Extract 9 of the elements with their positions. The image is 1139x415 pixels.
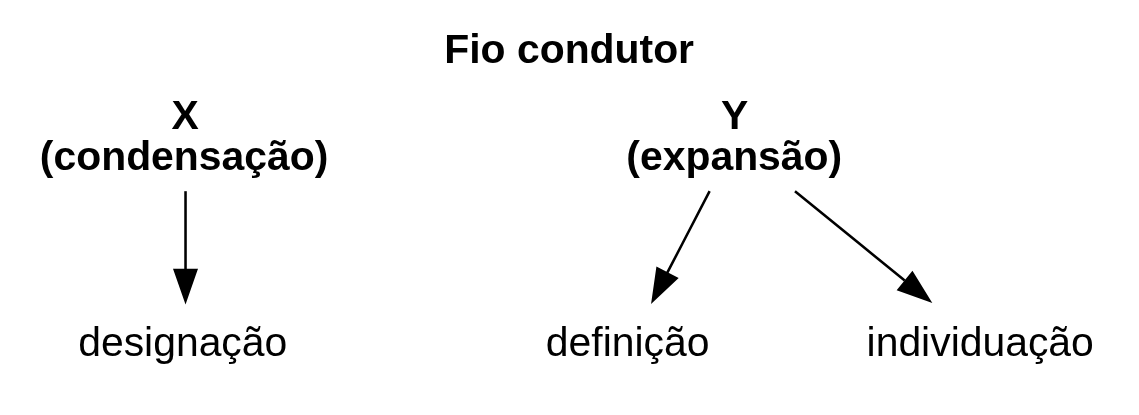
- node-text: individuação: [866, 319, 1094, 366]
- arrow: [651, 190, 711, 305]
- diagram-title: Fio condutor: [444, 25, 695, 72]
- arrow: [794, 190, 933, 304]
- node-text: designação: [78, 319, 288, 366]
- node-text: definição: [545, 319, 710, 366]
- node-text: Y (expansão): [626, 92, 843, 179]
- node-text: X (condensação): [39, 92, 329, 179]
- arrow: [173, 191, 199, 305]
